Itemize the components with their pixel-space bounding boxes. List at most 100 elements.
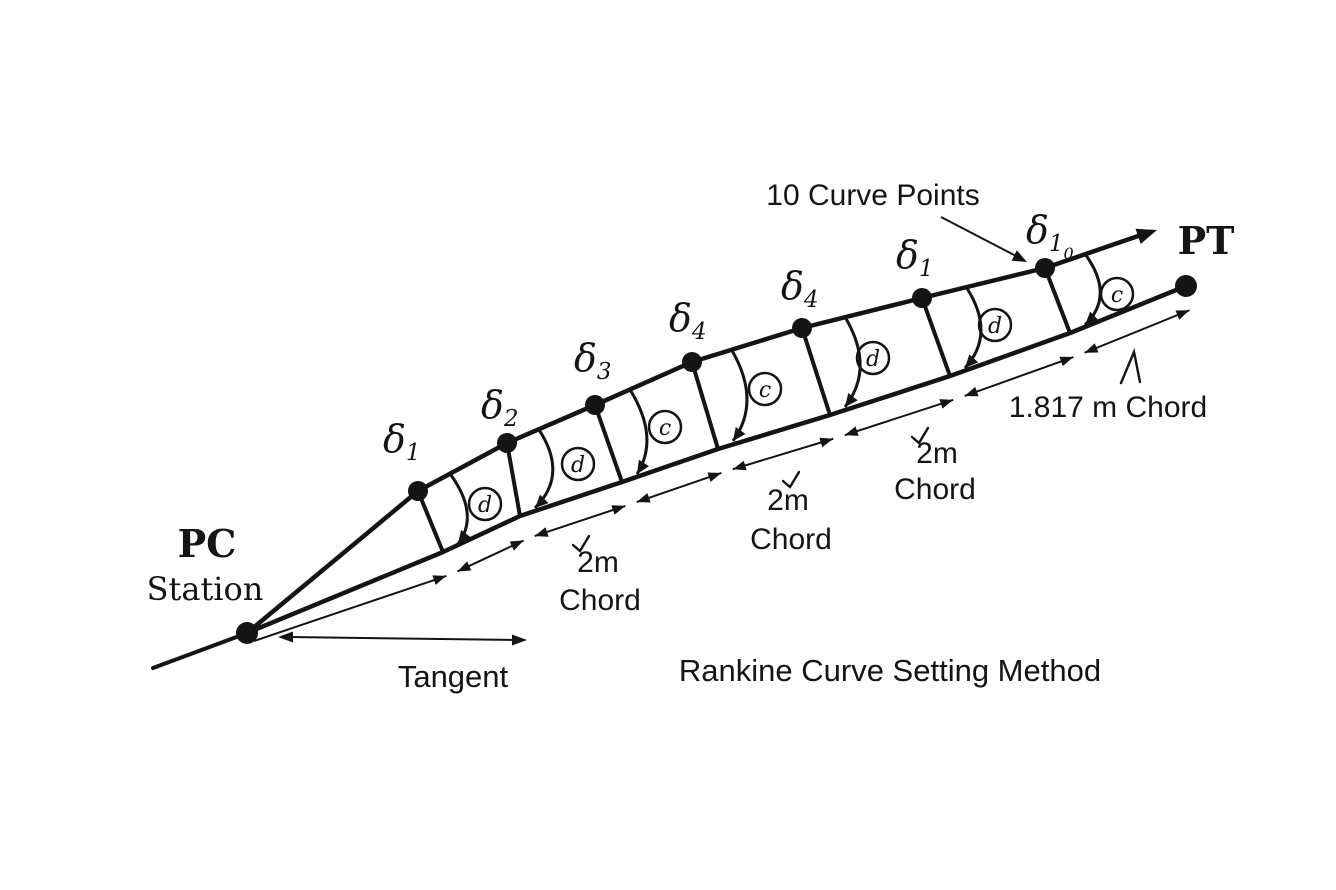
dimension-arrowhead: [1175, 310, 1190, 320]
angle-letter: d: [571, 453, 585, 478]
angle-letter: c: [1111, 283, 1123, 308]
point-label-subscript: 4: [691, 319, 707, 345]
dimension-line: [1084, 309, 1190, 354]
curve-point-dot: [497, 433, 517, 453]
pt-station-dot: [1175, 275, 1197, 297]
point-label-symbol: δ: [669, 296, 692, 340]
point-label-subscript: 1: [1049, 231, 1064, 257]
tangent-label: Tangent: [398, 659, 509, 694]
deflection-arc-arrowhead: [845, 393, 858, 407]
angle-letter-circle: [855, 340, 891, 376]
chord-label-3-line2: Chord: [894, 473, 976, 506]
offset-ticks-group: [416, 266, 1072, 554]
point-label-symbol: δ: [896, 233, 919, 277]
point-label: δ1: [383, 417, 421, 466]
angle-letter-circle: [647, 409, 683, 445]
point-label-symbol: δ: [781, 264, 804, 308]
chord-label-1-line2: Chord: [559, 584, 641, 617]
annotation-arrowhead: [1011, 250, 1027, 262]
caret-mark: [1119, 347, 1142, 385]
point-label-symbol: δ: [1026, 208, 1049, 252]
point-label-subscript: 3: [597, 359, 612, 385]
point-label-symbol: δ: [574, 336, 597, 380]
tick-mark: [910, 426, 930, 445]
offset-tick: [1043, 266, 1072, 335]
point-label-symbol: δ: [383, 417, 406, 461]
dimension-arrowhead: [1084, 343, 1099, 353]
dimension-line: [636, 472, 722, 503]
point-label-subscript: 1: [406, 440, 421, 466]
curve-points-annotation: 10 Curve Points: [766, 179, 979, 212]
angle-letter-circle: [467, 486, 503, 522]
angle-letter: c: [659, 416, 671, 441]
chord-label-3-line1: 2m: [916, 437, 958, 470]
curve-direction-arrowhead: [1135, 228, 1157, 244]
back-tangent-line: [151, 630, 252, 670]
dimension-arrowhead: [939, 399, 954, 409]
chord-label-4: 1.817 m Chord: [1009, 391, 1207, 424]
deflection-arc-arrowhead: [637, 459, 650, 474]
offset-tick: [593, 403, 624, 484]
dimension-line: [964, 356, 1074, 397]
dimension-arrowhead: [819, 437, 834, 448]
tangent-arrowhead-left: [278, 631, 293, 643]
tangent-arrowhead-right: [512, 634, 527, 646]
dimension-arrowhead: [964, 386, 979, 397]
angle-letter: d: [866, 347, 880, 372]
angle-letter: d: [478, 493, 492, 518]
curve-point-dot: [585, 395, 605, 415]
pc-label: PC: [178, 521, 237, 566]
angle-letter-circle: [977, 307, 1013, 343]
dimension-arrowhead: [732, 460, 747, 471]
deflection-arc-arrowhead: [535, 494, 549, 508]
angle-letter-circle: [560, 446, 596, 482]
tick-mark: [571, 534, 591, 553]
dimension-arrowhead: [707, 472, 722, 482]
chord-label-2-line1: 2m: [767, 484, 809, 517]
curve-point-dot: [408, 481, 428, 501]
curve-point-dot: [912, 288, 932, 308]
offset-tick: [920, 296, 952, 378]
point-label-subscript: 2: [503, 406, 519, 432]
dimension-line: [253, 574, 447, 642]
dimension-line: [732, 437, 834, 471]
dimension-line: [844, 398, 954, 437]
tick-mark: [781, 470, 801, 489]
point-label: δ2: [481, 383, 519, 432]
offset-tick: [800, 326, 832, 417]
curve-point-dot: [792, 318, 812, 338]
angle-letter-circle: [747, 371, 783, 407]
dimension-arrowhead: [534, 527, 549, 537]
chord-label-2-line2: Chord: [750, 523, 832, 556]
point-label: δ10: [1026, 208, 1074, 263]
dimension-arrowhead: [457, 561, 472, 572]
deflection-arc-arrowhead: [458, 530, 471, 544]
chord-label-1-line1: 2m: [577, 546, 619, 579]
offset-tick: [416, 489, 445, 554]
point-label-subscript: 4: [803, 287, 819, 313]
diagram-title: Rankine Curve Setting Method: [679, 653, 1101, 688]
deflection-arc-arrowhead: [965, 354, 979, 368]
dimension-line: [534, 504, 626, 538]
dimension-arrowhead: [844, 426, 859, 436]
pc-sublabel: Station: [147, 570, 264, 608]
angle-letter: d: [988, 314, 1002, 339]
pc-station-dot: [236, 622, 258, 644]
point-label-subscript2: 0: [1064, 244, 1074, 263]
angle-letter: c: [759, 378, 771, 403]
curve-point-dots-group: [408, 258, 1055, 501]
curve-point-dot: [1035, 258, 1055, 278]
annotation-arrow: [940, 216, 1027, 262]
offset-tick: [690, 360, 720, 451]
dimension-arrowhead: [636, 493, 651, 503]
point-label-subscript: 1: [919, 256, 934, 282]
dimension-arrowhead: [611, 505, 626, 515]
point-label: δ4: [781, 264, 819, 313]
point-label-symbol: δ: [481, 383, 504, 427]
deflection-arc-arrowhead: [733, 426, 746, 441]
dimension-lines-group: [253, 309, 1190, 642]
angle-letter-circle: [1099, 276, 1135, 312]
